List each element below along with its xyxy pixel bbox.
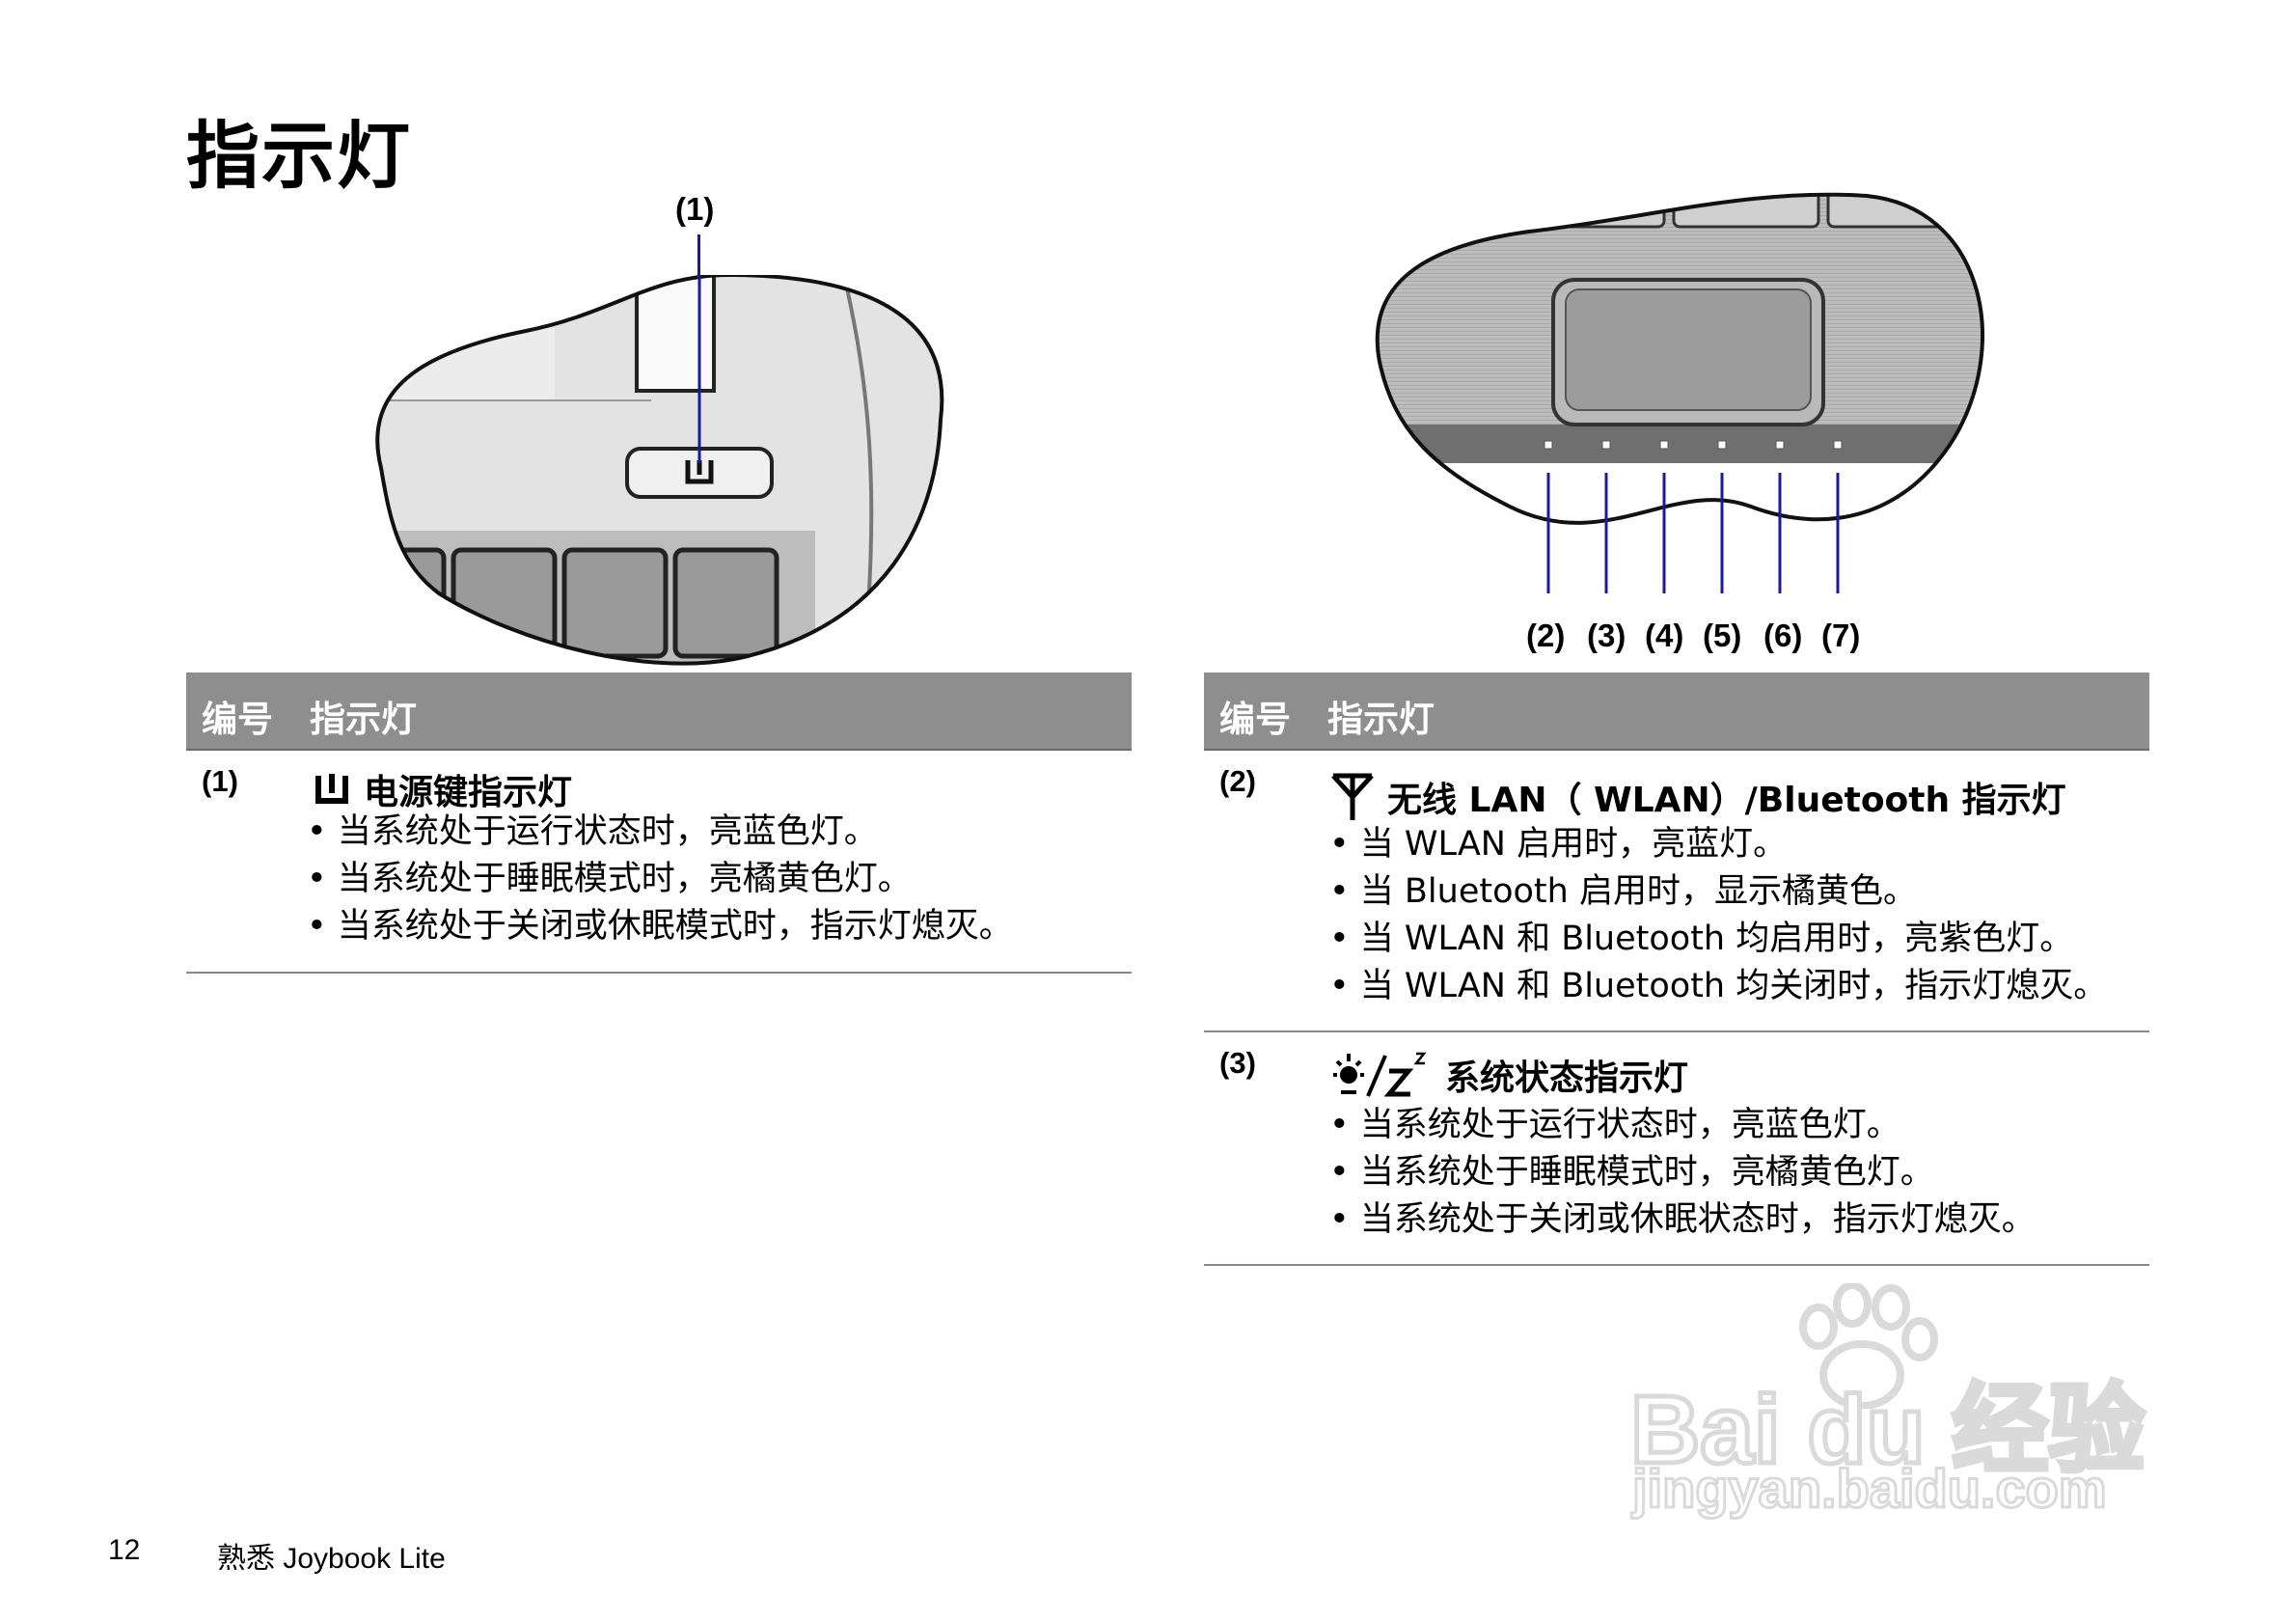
baidu-watermark: Bai du 经验 jingyan.baidu.com [1627, 1283, 2171, 1534]
table-header: 编号 指示灯 [186, 673, 1132, 751]
row-title: 电源键指示灯 [314, 764, 572, 814]
list-item: 当 WLAN 和 Bluetooth 均关闭时，指示灯熄灭。 [1329, 963, 2107, 1010]
indicator-strip-illustration [1375, 192, 1984, 593]
row-number: (2) [1219, 764, 1256, 798]
callout-label-7: (7) [1821, 618, 1861, 653]
table-row: (1) 电源键指示灯 当系统处于运行状态时，亮蓝色灯。 当系统处于睡眠模式时，亮… [186, 751, 1132, 974]
row-title-text: 无线 LAN（ WLAN）/Bluetooth 指示灯 [1387, 781, 2066, 820]
column-header-number: 编号 [1219, 699, 1291, 740]
list-item: 当系统处于关闭或休眠模式时，指示灯熄灭。 [307, 903, 1013, 950]
list-item: 当系统处于睡眠模式时，亮橘黄色灯。 [307, 856, 1013, 903]
list-item: 当 WLAN 启用时，亮蓝灯。 [1329, 821, 2107, 868]
callout-label-5: (5) [1703, 618, 1742, 653]
column-header-number: 编号 [202, 699, 273, 740]
left-indicator-table: 编号 指示灯 (1) 电源键指示灯 当系统处于运行状态时，亮蓝色灯。 当系统处于… [186, 673, 1132, 981]
power-icon [315, 774, 348, 804]
callout-label-6: (6) [1763, 618, 1803, 653]
callout-label-4: (4) [1645, 618, 1684, 653]
list-item: 当系统处于睡眠模式时，亮橘黄色灯。 [1329, 1149, 2036, 1196]
table-header: 编号 指示灯 [1204, 673, 2149, 751]
paw-logo-icon [1799, 1283, 1938, 1409]
power-button-illustration [375, 275, 944, 666]
sun-sleep-icon [1333, 1052, 1427, 1097]
callout-label-3: (3) [1587, 618, 1626, 653]
row-title: 系统状态指示灯 [1331, 1050, 1688, 1100]
watermark-url: jingyan.baidu.com [1631, 1457, 2109, 1521]
antenna-icon [1331, 773, 1374, 820]
table-row: (2) 无线 LAN（ WLAN）/Bluetooth 指示灯 当 WLAN 启… [1204, 751, 2149, 1032]
column-header-indicator: 指示灯 [310, 699, 417, 740]
column-header-indicator: 指示灯 [1327, 699, 1435, 740]
row-title: 无线 LAN（ WLAN）/Bluetooth 指示灯 [1331, 772, 2066, 822]
bullet-list: 当 WLAN 启用时，亮蓝灯。 当 Bluetooth 启用时，显示橘黄色。 当… [1329, 821, 2107, 1010]
callout-label-2: (2) [1526, 618, 1566, 653]
callout-line-1 [697, 234, 700, 278]
row-title-text: 系统状态指示灯 [1445, 1058, 1689, 1098]
footer-title: 熟悉 Joybook Lite [217, 1543, 446, 1575]
watermark-brand: Bai du 经验 [1627, 1374, 2146, 1487]
page-title: 指示灯 [186, 113, 412, 199]
list-item: 当系统处于运行状态时，亮蓝色灯。 [1329, 1102, 2036, 1149]
row-number: (3) [1219, 1046, 1256, 1080]
right-indicator-table: 编号 指示灯 (2) 无线 LAN（ WLAN）/Bluetooth 指示灯 当… [1204, 673, 2149, 1276]
bullet-list: 当系统处于运行状态时，亮蓝色灯。 当系统处于睡眠模式时，亮橘黄色灯。 当系统处于… [307, 809, 1013, 950]
list-item: 当 WLAN 和 Bluetooth 均启用时，亮紫色灯。 [1329, 916, 2107, 963]
row-number: (1) [202, 764, 238, 798]
list-item: 当系统处于关闭或休眠状态时，指示灯熄灭。 [1329, 1196, 2036, 1244]
list-item: 当系统处于运行状态时，亮蓝色灯。 [307, 809, 1013, 856]
row-title-text: 电源键指示灯 [364, 773, 573, 812]
callout-label-1: (1) [675, 191, 715, 227]
bullet-list: 当系统处于运行状态时，亮蓝色灯。 当系统处于睡眠模式时，亮橘黄色灯。 当系统处于… [1329, 1102, 2036, 1244]
list-item: 当 Bluetooth 启用时，显示橘黄色。 [1329, 868, 2107, 916]
page-number: 12 [108, 1534, 141, 1566]
table-row: (3) 系统状态指示灯 当系统处于运行状态时，亮蓝色灯。 当系统处 [1204, 1032, 2149, 1266]
